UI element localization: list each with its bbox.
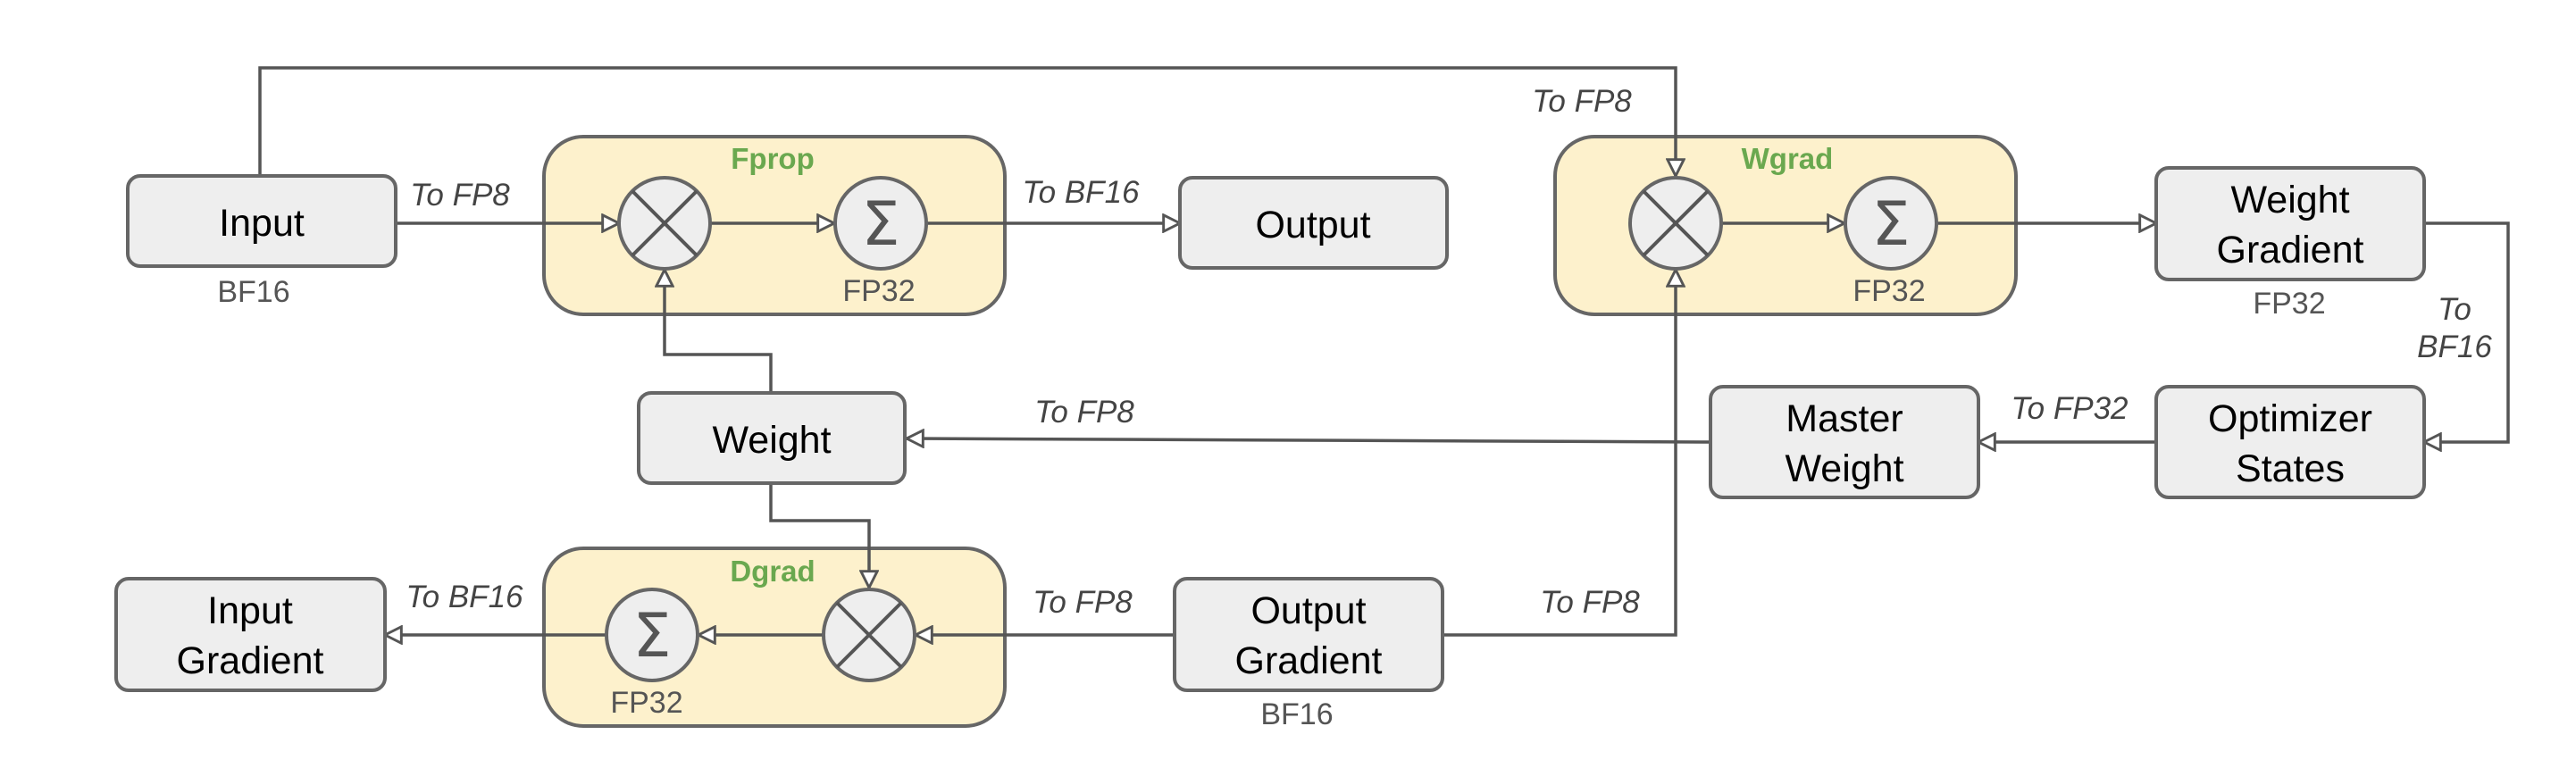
dgrad-multiply-op — [822, 588, 916, 682]
fprop-group: Fprop — [542, 135, 1007, 316]
optimizer-states-label-line2: States — [2236, 447, 2345, 490]
output-gradient-dtype: BF16 — [1260, 697, 1333, 731]
edge-weight-gradient-to-optimizer — [2424, 221, 2510, 442]
wgrad-sum-op: Σ — [1844, 176, 1938, 271]
master-weight-label-line2: Weight — [1785, 447, 1903, 490]
edges — [258, 66, 2510, 637]
weight-label: Weight — [712, 419, 831, 462]
weight-gradient-dtype: FP32 — [2253, 287, 2325, 321]
dgrad-title: Dgrad — [730, 555, 815, 588]
weight-gradient-label-line2: Gradient — [2217, 229, 2364, 271]
wgrad-title: Wgrad — [1742, 142, 1834, 175]
output-gradient-label-line2: Gradient — [1235, 639, 1383, 682]
output-gradient-node: Output Gradient — [1173, 577, 1444, 692]
dgrad-sum-op: Σ — [605, 588, 699, 682]
conv-opt-bf16-line1: To — [2438, 292, 2471, 327]
conv-dgrad-to-input-grad: To BF16 — [406, 580, 523, 614]
wgrad-accum-dtype: FP32 — [1853, 274, 1925, 308]
input-gradient-node: Input Gradient — [114, 577, 387, 692]
optimizer-states-node: Optimizer States — [2154, 385, 2426, 499]
wgrad-sum-symbol: Σ — [1872, 189, 1911, 260]
conv-input-to-fprop: To FP8 — [410, 178, 510, 213]
fprop-sum-symbol: Σ — [862, 189, 900, 260]
output-label: Output — [1255, 204, 1370, 246]
weight-gradient-node: Weight Gradient — [2154, 166, 2426, 281]
conv-opt-bf16-line2: BF16 — [2417, 330, 2492, 364]
conv-optimizer-to-master: To FP32 — [2011, 391, 2128, 426]
conv-master-to-weight: To FP8 — [1034, 395, 1134, 430]
input-dtype: BF16 — [217, 275, 289, 309]
edge-weight-to-fprop — [665, 270, 773, 393]
input-label: Input — [219, 202, 305, 245]
conv-output-grad-to-wgrad: To FP8 — [1540, 585, 1640, 620]
edge-master-to-weight — [907, 438, 1711, 442]
output-gradient-label-line1: Output — [1250, 589, 1366, 632]
master-weight-label-line1: Master — [1786, 397, 1903, 440]
wgrad-multiply-op — [1628, 176, 1723, 271]
fprop-multiply-op — [617, 176, 712, 271]
fprop-sum-op: Σ — [833, 176, 928, 271]
optimizer-states-label-line1: Optimizer — [2208, 397, 2372, 440]
input-gradient-label-line2: Gradient — [177, 639, 324, 682]
edge-output-grad-to-wgrad — [1443, 270, 1676, 637]
input-node: Input — [126, 174, 397, 268]
dgrad-accum-dtype: FP32 — [610, 686, 682, 720]
weight-gradient-label-line1: Weight — [2230, 179, 2349, 221]
fprop-accum-dtype: FP32 — [842, 274, 915, 308]
conv-input-to-wgrad: To FP8 — [1532, 84, 1632, 119]
output-node: Output — [1178, 176, 1449, 270]
conv-output-grad-to-dgrad: To FP8 — [1033, 585, 1133, 620]
dgrad-sum-symbol: Σ — [633, 601, 672, 672]
input-gradient-label-line1: Input — [207, 589, 293, 632]
weight-node: Weight — [637, 391, 907, 485]
edge-input-to-wgrad — [258, 66, 1676, 176]
wgrad-group: Wgrad — [1553, 135, 2018, 316]
master-weight-node: Master Weight — [1709, 385, 1980, 499]
conv-fprop-to-output: To BF16 — [1022, 175, 1140, 210]
edge-weight-to-dgrad — [769, 485, 869, 588]
fprop-title: Fprop — [731, 142, 814, 175]
